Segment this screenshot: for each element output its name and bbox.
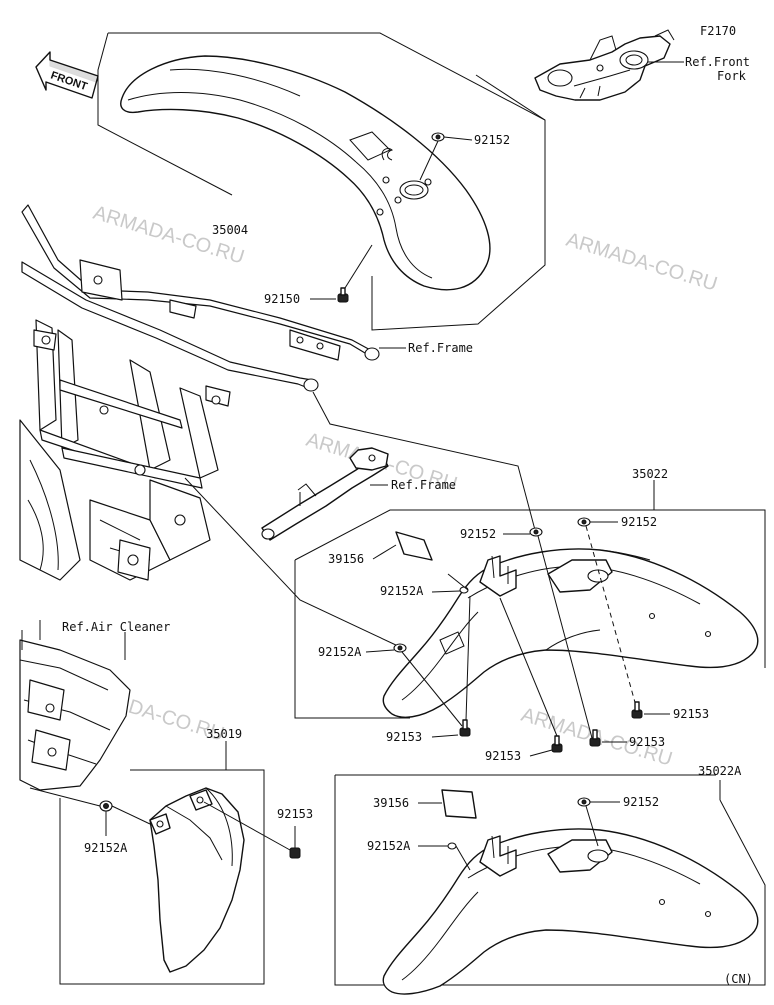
pad-39156-upper	[395, 531, 433, 561]
rear-fender-a-box	[334, 775, 766, 986]
region-code: (CN)	[724, 972, 753, 986]
nut-92152A-flap	[99, 800, 113, 812]
label-39156-upper: 39156	[328, 552, 364, 566]
label-92152A-flap: 92152A	[84, 841, 128, 855]
label-92152-lower: 92152	[623, 795, 659, 809]
label-92150: 92150	[264, 292, 300, 306]
nut-92152A-box2	[447, 842, 457, 850]
label-35022A: 35022A	[698, 764, 742, 778]
label-92153-d: 92153	[673, 707, 709, 721]
rear-fender-a-illustration	[382, 828, 759, 995]
ref-front-fork-line1: Ref.Front	[685, 55, 750, 69]
bolt-92153-d	[631, 701, 643, 719]
frame-illustration	[19, 204, 380, 581]
nut-92152A-lower	[393, 643, 407, 653]
ref-air-cleaner: Ref.Air Cleaner	[62, 620, 170, 634]
nut-92152-rear-right	[577, 517, 591, 527]
nut-92152-rear-left	[529, 527, 543, 537]
label-92153-c: 92153	[629, 735, 665, 749]
label-92152A-box2: 92152A	[367, 839, 411, 853]
rear-fender-illustration	[382, 548, 759, 718]
label-35004: 35004	[212, 223, 248, 237]
label-92152A-lower: 92152A	[318, 645, 362, 659]
ref-frame-rear: Ref.Frame	[391, 478, 456, 492]
bolt-92153-flap	[289, 847, 301, 859]
ref-front-fork-line2: Fork	[717, 69, 747, 83]
label-35022: 35022	[632, 467, 668, 481]
rear-bracket-illustration	[261, 447, 389, 541]
catalog-code: F2170	[700, 24, 736, 38]
label-92153-flap: 92153	[277, 807, 313, 821]
ref-frame-top: Ref.Frame	[408, 341, 473, 355]
front-arrow-icon: FRONT	[35, 51, 99, 99]
bolt-92153-b	[551, 735, 563, 753]
pad-39156-lower	[441, 789, 477, 819]
air-cleaner-illustration	[19, 620, 131, 791]
front-fender-box	[108, 32, 546, 331]
nut-92152A-upper	[459, 586, 469, 594]
label-92153-a: 92153	[386, 730, 422, 744]
label-92152-rear-right: 92152	[621, 515, 657, 529]
label-92152-front: 92152	[474, 133, 510, 147]
bolt-92153-a	[459, 719, 471, 737]
flap-illustration	[149, 787, 245, 973]
label-92152-rear-left: 92152	[460, 527, 496, 541]
label-39156-lower: 39156	[373, 796, 409, 810]
flap-box	[59, 769, 265, 985]
label-35019: 35019	[206, 727, 242, 741]
label-92152A-upper: 92152A	[380, 584, 424, 598]
front-fork-clamp-illustration	[534, 29, 675, 101]
rear-fender-box	[294, 560, 410, 719]
bolt-92153-c	[589, 729, 601, 747]
nut-92152-lower	[577, 797, 591, 807]
watermark-2: ARMADA-CO.RU	[564, 229, 720, 296]
bolt-92150	[337, 287, 349, 303]
front-fender-illustration	[120, 55, 491, 291]
label-92153-b: 92153	[485, 749, 521, 763]
nut-92152-front	[431, 132, 445, 142]
